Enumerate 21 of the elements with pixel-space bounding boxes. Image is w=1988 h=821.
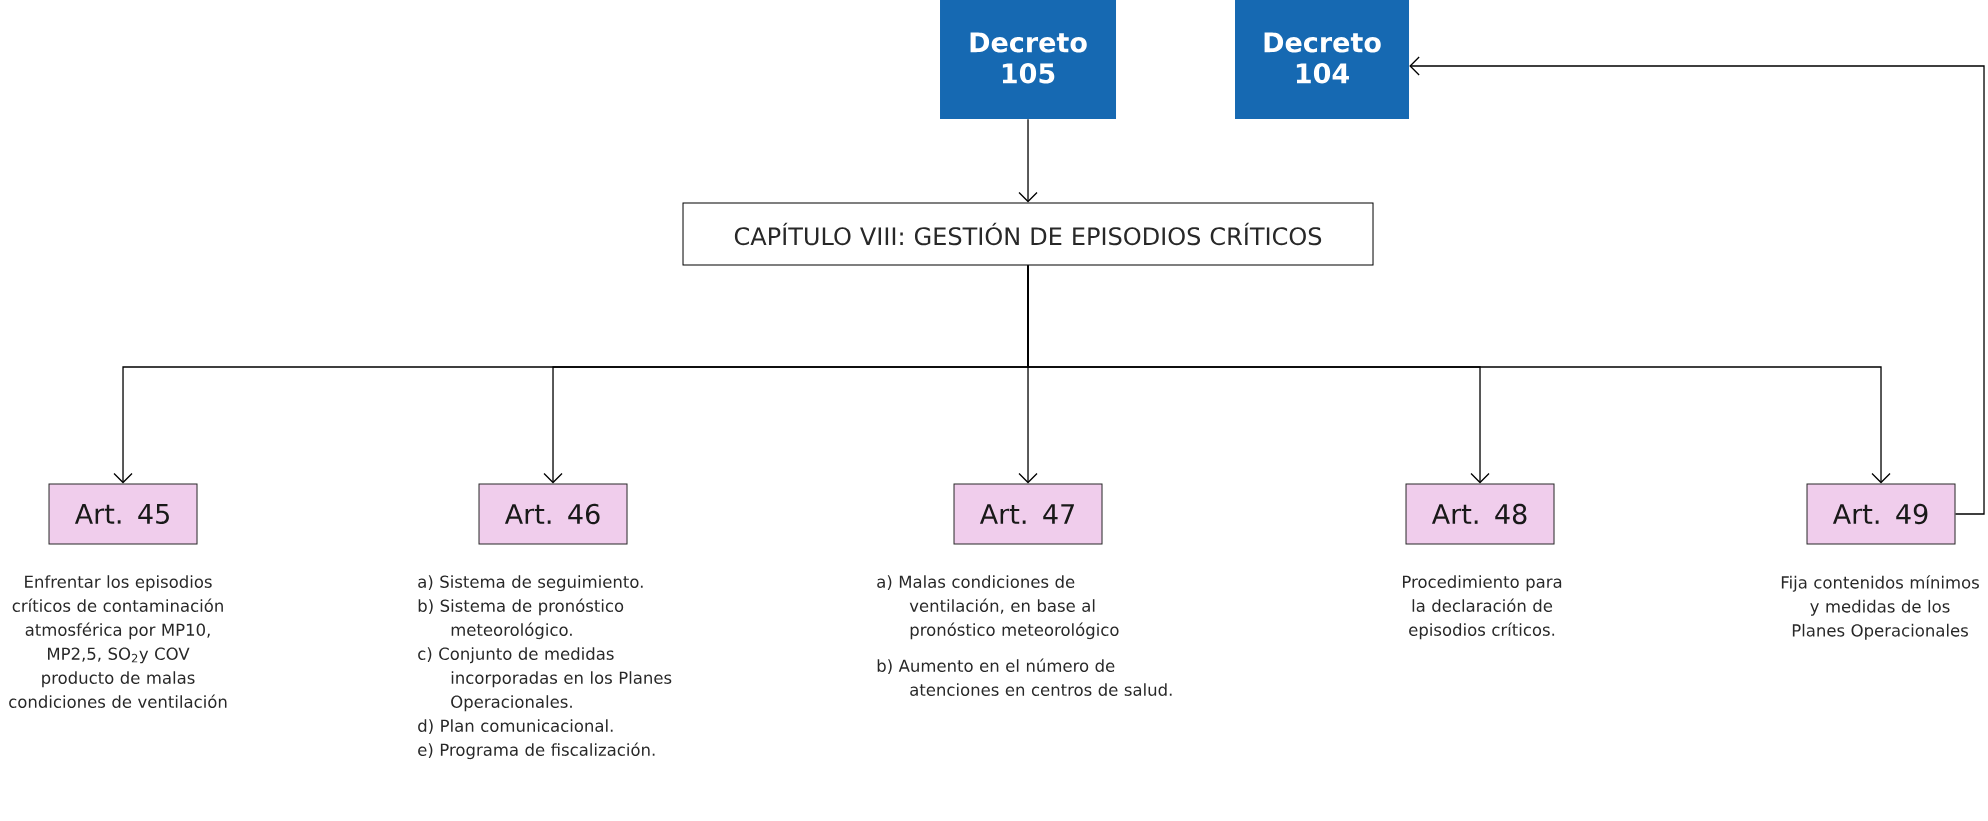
list-item: e) Programa de fiscalización. [418, 742, 655, 760]
article-box: Art. 46 [478, 483, 628, 545]
description-text: Procedimiento para la declaración de episodios críticos. [1403, 575, 1562, 640]
article-box: Art. 47 [953, 483, 1103, 545]
chapter-box: CAPÍTULO VIII: GESTIÓN DE EPISODIOS CRÍTICOS [682, 202, 1374, 266]
article-box: Art. 45 [48, 483, 198, 545]
description-text: Enfrentar los episodios críticos de contaminación atmosférica por MP10, MP2,5, SO$_{2}$y COV producto de malas condiciones de ventilación [9, 575, 227, 708]
arrow [1018, 118, 1038, 203]
list-item: a) Malas condiciones de ventilación, en base al pronóstico meteorológico [877, 575, 1119, 640]
description-text: Fija contenidos mínimos y medidas de los Planes Operacionales [1781, 575, 1979, 640]
decree-box: Decreto 104 [1235, 0, 1409, 119]
list-item: d) Plan comunicacional. [418, 719, 613, 734]
arrow [1027, 264, 1891, 484]
list-item: b) Aumento en el número de atenciones en centros de salud. [877, 658, 1172, 696]
list-item: b) Sistema de pronóstico meteorológico. [418, 598, 624, 640]
arrow [1409, 56, 1985, 515]
article-box: Art. 48 [1405, 483, 1555, 545]
list-item: c) Conjunto de medidas incorporadas en los Planes Operacionales. [418, 647, 672, 712]
article-box: Art. 49 [1806, 483, 1956, 545]
decree-box: Decreto 105 [940, 0, 1116, 119]
list-item: a) Sistema de seguimiento. [418, 575, 643, 592]
